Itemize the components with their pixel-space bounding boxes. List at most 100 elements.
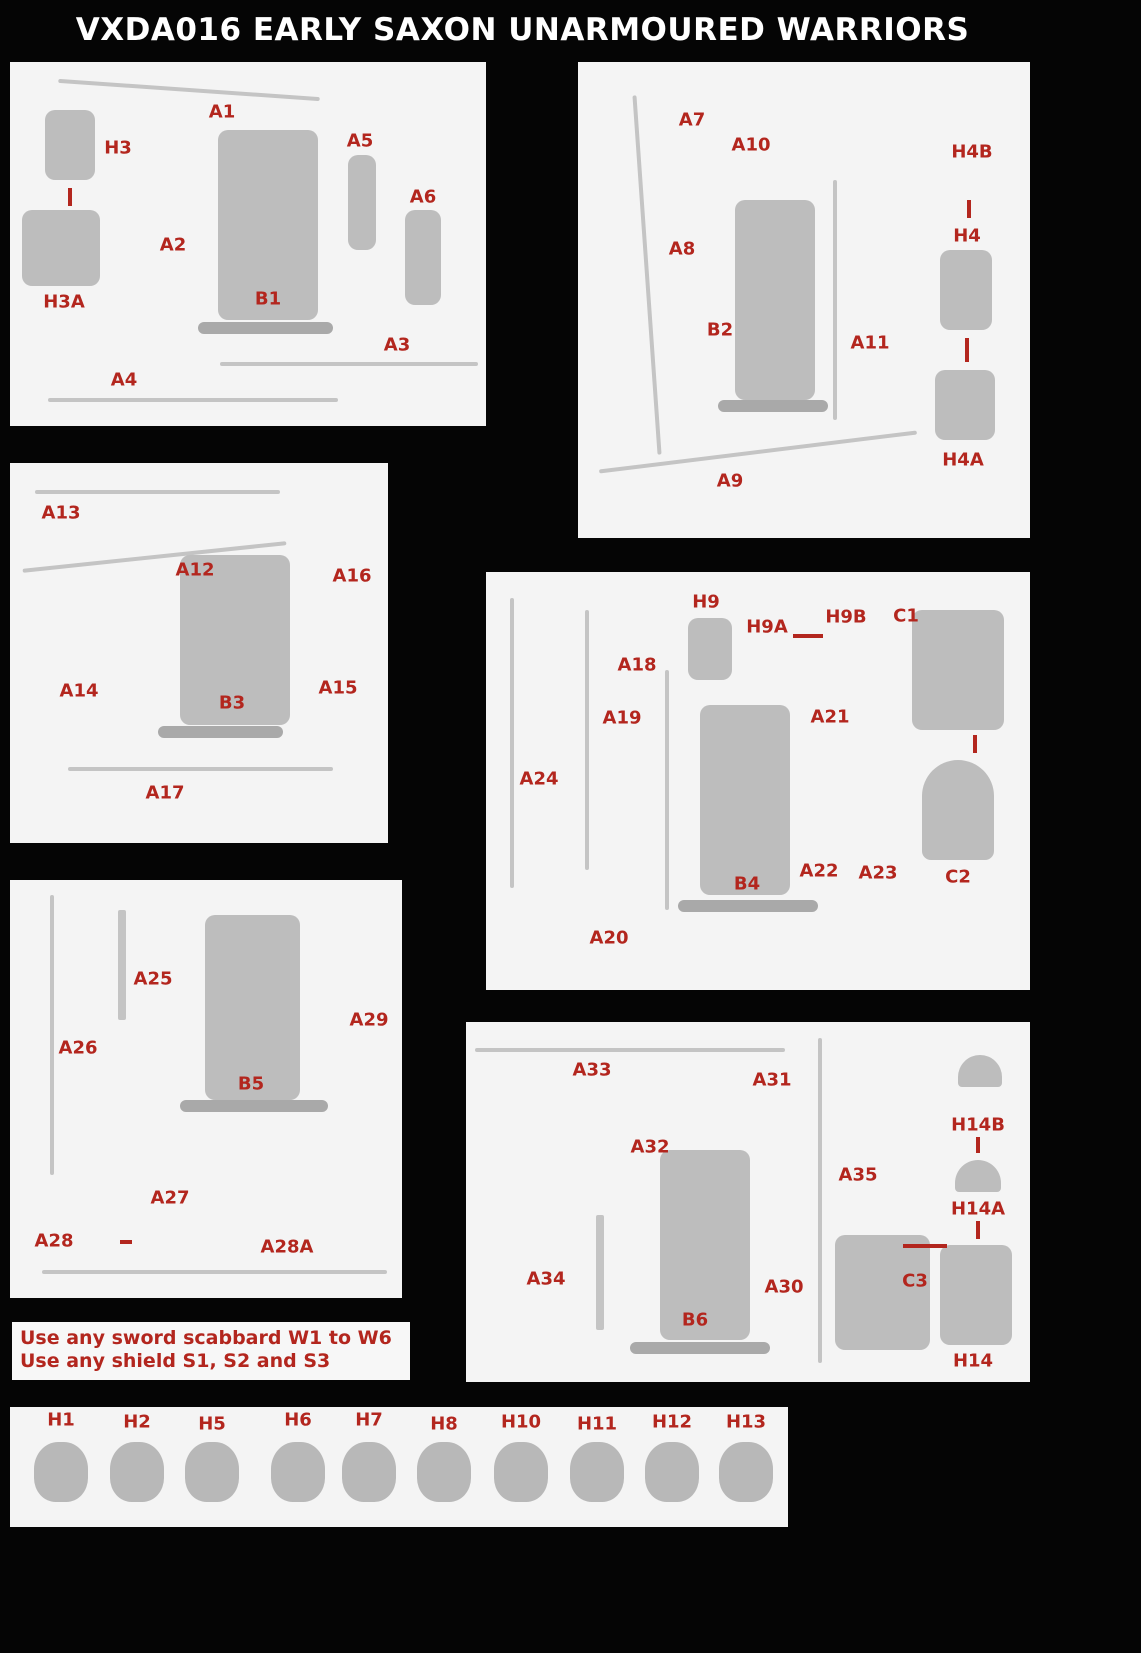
part-label: A15 [318,677,358,699]
part-label: B1 [254,288,282,310]
head-label: H5 [198,1413,226,1435]
connector [976,1221,980,1239]
part-label: A20 [589,927,629,949]
part-label: H14A [950,1198,1006,1220]
part-label: B2 [706,319,734,341]
part-label: H4B [951,141,993,163]
part-label: H4A [942,449,984,471]
part-label: B5 [237,1073,265,1095]
helmet-part [958,1055,1002,1087]
head-part [940,250,992,330]
part-label: H14B [951,1114,1005,1136]
base-part [678,900,818,912]
body-part [205,915,300,1100]
base-part [180,1100,328,1112]
head-label: H10 [500,1411,542,1433]
head-part [570,1442,624,1502]
spear-part [220,362,478,366]
sword-part [118,910,126,1020]
part-label: A30 [764,1276,804,1298]
spear-part [833,180,837,420]
part-label: H4 [953,225,981,247]
sheet-title: VXDA016 EARLY SAXON UNARMOURED WARRIORS [75,12,970,48]
part-label: A3 [383,334,411,356]
cloak-part [912,610,1004,730]
arm-part [348,155,376,250]
part-label: A8 [668,238,696,260]
note-shield: Use any shield S1, S2 and S3 [20,1350,331,1372]
body-part [660,1150,750,1340]
head-label: H13 [725,1411,767,1433]
cloak-part [922,760,994,860]
part-label: A10 [731,134,771,156]
base-part [718,400,828,412]
part-label: A5 [346,130,374,152]
part-label: A35 [838,1164,878,1186]
body-part [180,555,290,725]
connector [68,188,72,206]
part-label: B3 [218,692,246,714]
arm-part [405,210,441,305]
base-part [198,322,333,334]
part-label: A28A [260,1236,314,1258]
part-label: A11 [850,332,890,354]
spear-part [35,490,280,494]
part-label: H3A [43,291,85,313]
part-label: A16 [332,565,372,587]
head-part [719,1442,773,1502]
part-label: A14 [59,680,99,702]
note-scabbard: Use any sword scabbard W1 to W6 [20,1327,392,1349]
part-label: A25 [133,968,173,990]
part-label: A13 [41,502,81,524]
part-label: C3 [902,1270,928,1292]
part-label: A2 [159,234,187,256]
part-label: A28 [34,1230,74,1252]
head-part [110,1442,164,1502]
part-label: A32 [630,1136,670,1158]
body-part [735,200,815,400]
part-label: A17 [145,782,185,804]
head-label: H11 [576,1413,618,1435]
connector [965,338,969,362]
spear-part [818,1038,822,1363]
cloak-part [835,1235,930,1350]
head-label: H8 [430,1413,458,1435]
part-label: A6 [409,186,437,208]
part-label: B4 [733,873,761,895]
head-part [45,110,95,180]
part-label: A34 [526,1268,566,1290]
assembly-notes: Use any sword scabbard W1 to W6 Use any … [12,1322,410,1380]
connector [973,735,977,753]
part-label: A4 [110,369,138,391]
spear-part [585,610,589,870]
head-part [342,1442,396,1502]
part-label: A33 [572,1059,612,1081]
part-label: A26 [58,1037,98,1059]
spear-part [68,767,333,771]
part-label: H9A [746,616,788,638]
part-label: A23 [858,862,898,884]
head-label: H2 [123,1411,151,1433]
head-label: H7 [355,1409,383,1431]
head-part [494,1442,548,1502]
part-label: A9 [716,470,744,492]
helmet-part [955,1160,1001,1192]
part-label: A29 [349,1009,389,1031]
head-part [417,1442,471,1502]
head-part [645,1442,699,1502]
head-label: H1 [47,1409,75,1431]
spear-part [50,895,54,1175]
connector [793,634,823,638]
head-label: H12 [651,1411,693,1433]
part-label: A31 [752,1069,792,1091]
connector [976,1137,980,1153]
connector [967,200,971,218]
part-label: A7 [678,109,706,131]
spear-part [510,598,514,888]
spear-part [48,398,338,402]
part-label: H3 [104,137,132,159]
head-cloak-part [940,1245,1012,1345]
beard-part [22,210,100,286]
part-label: B6 [681,1309,709,1331]
